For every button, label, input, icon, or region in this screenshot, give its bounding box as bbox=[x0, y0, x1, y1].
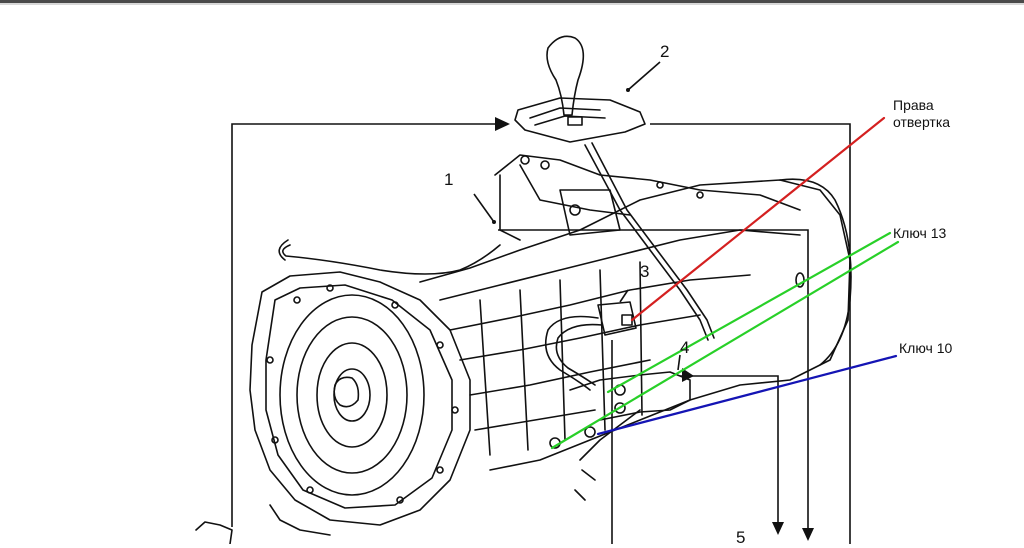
breather-hose bbox=[282, 244, 501, 275]
wrench13-pointer-line-a bbox=[606, 231, 892, 394]
leader-line-1 bbox=[498, 229, 809, 530]
window-top-border bbox=[0, 0, 1024, 5]
leader-line-top bbox=[650, 123, 851, 544]
part-label-2: 2 bbox=[660, 42, 670, 61]
shifter-knob bbox=[546, 35, 585, 116]
wrench10-pointer-line bbox=[596, 354, 898, 436]
arrow-down-2 bbox=[802, 528, 814, 541]
wiring-harness bbox=[544, 315, 599, 391]
wrench10-annotation: Ключ 10 bbox=[899, 340, 953, 356]
part-label-1: 1 bbox=[444, 170, 454, 189]
shift-linkage bbox=[569, 371, 691, 421]
wrench13-pointer-line-b bbox=[550, 240, 900, 450]
screwdriver-annotation-line2: отвертка bbox=[893, 114, 951, 130]
bell-housing bbox=[249, 271, 471, 526]
input-shaft bbox=[333, 376, 360, 408]
arrow-to-shifter bbox=[495, 117, 510, 131]
screwdriver-annotation: Права отвертка bbox=[893, 97, 950, 131]
screwdriver-annotation-line1: Права bbox=[893, 97, 934, 113]
part-label-4: 4 bbox=[680, 338, 690, 357]
tail-housing bbox=[779, 178, 852, 366]
wrench13-annotation: Ключ 13 bbox=[893, 225, 947, 241]
part-label-5: 5 bbox=[736, 528, 746, 547]
arrow-down-1 bbox=[772, 522, 784, 535]
part-label-3: 3 bbox=[640, 262, 650, 281]
leader-line-4 bbox=[680, 375, 779, 527]
screwdriver-pointer-line bbox=[630, 116, 886, 322]
shifter-base bbox=[514, 97, 646, 143]
leader-line-left bbox=[231, 123, 495, 527]
shift-cable bbox=[584, 144, 709, 341]
